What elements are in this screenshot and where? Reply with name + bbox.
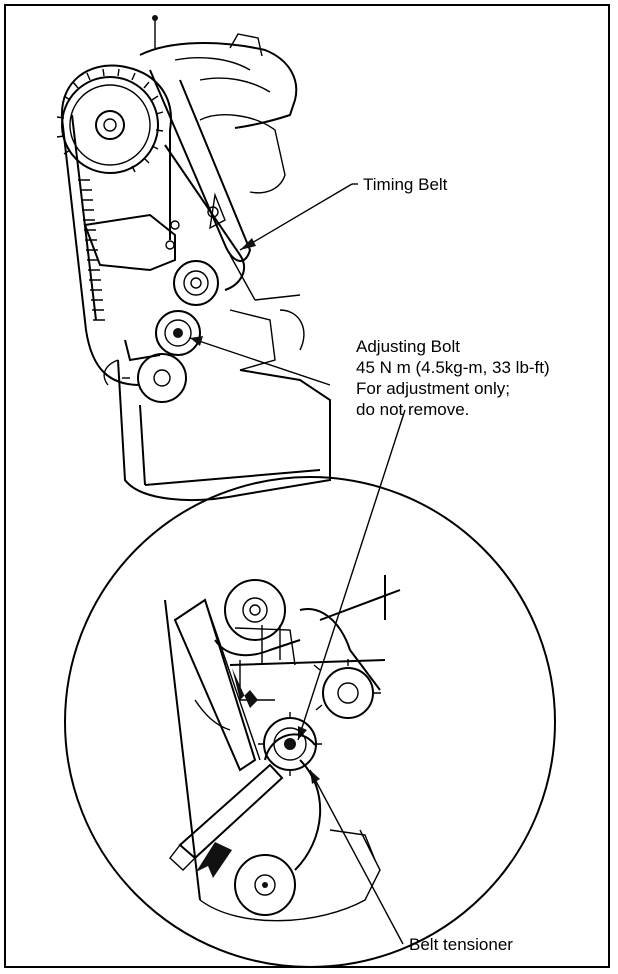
adjusting-bolt-line: Adjusting Bolt <box>356 337 460 356</box>
engine-block-drawing <box>56 15 331 501</box>
adjusting-bolt-note: do not remove. <box>356 400 470 419</box>
adjusting-bolt-label: Adjusting Bolt 45 N m (4.5kg-m, 33 lb-ft… <box>356 336 550 420</box>
detail-view <box>64 476 556 968</box>
cam-pulley-teeth <box>56 68 164 173</box>
direction-arrow-icon <box>196 842 232 878</box>
timing-belt-label: Timing Belt <box>363 175 448 194</box>
leader-lines <box>189 183 406 945</box>
adjusting-bolt-torque: 45 N m (4.5kg-m, 33 lb-ft) <box>356 358 550 377</box>
adjusting-bolt-note: For adjustment only; <box>356 379 511 398</box>
belt-tensioner-label: Belt tensioner <box>409 935 513 954</box>
direction-arrow-icon <box>232 668 258 708</box>
